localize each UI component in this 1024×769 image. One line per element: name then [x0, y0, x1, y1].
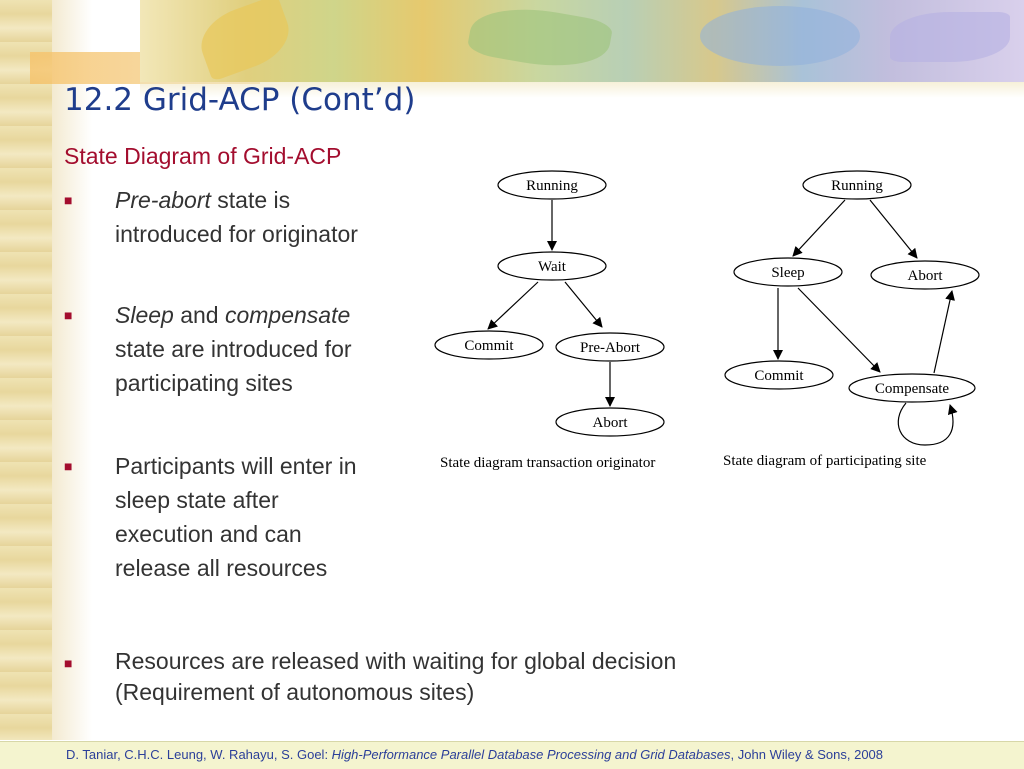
leaf-decoration: [192, 0, 298, 82]
state-compensate: [848, 373, 976, 403]
bullet-text: Pre-abort state is introduced for origin…: [115, 183, 358, 251]
bullet-line: state are introduced for: [115, 336, 352, 362]
bullet-line: Resources are released with waiting for …: [115, 648, 677, 674]
left-strip-fade: [52, 0, 92, 740]
transition-arrow: [797, 287, 881, 373]
bullet-italic-term: Pre-abort: [115, 187, 211, 213]
state-pre-abort-label: Pre-Abort: [580, 340, 641, 356]
originator-diagram: Running Wait Commit Pre-Abort Abort Stat…: [434, 170, 665, 471]
state-running-label: Running: [526, 178, 578, 194]
leaf-decoration: [466, 0, 614, 77]
footer-publisher: , John Wiley & Sons, 2008: [730, 747, 884, 762]
top-decorative-banner: [140, 0, 1024, 82]
state-commit: [724, 360, 834, 390]
state-abort: [555, 407, 665, 437]
bullet-line: state is: [210, 187, 291, 213]
bullet-mark: ■: [64, 655, 73, 671]
self-loop-arrow: [897, 402, 958, 446]
state-abort: [870, 260, 980, 290]
transition-arrow: [487, 281, 539, 330]
left-decorative-strip: [0, 0, 52, 740]
transition-arrow: [564, 281, 603, 328]
transition-arrow: [792, 199, 846, 257]
state-running-label: Running: [831, 178, 883, 194]
state-diagrams: Running Wait Commit Pre-Abort Abort Stat…: [434, 170, 980, 471]
bullet-mark: ■: [64, 458, 73, 474]
bullet-line: (Requirement of autonomous sites): [115, 679, 475, 705]
bullet-line: sleep state after: [115, 487, 279, 513]
state-commit-label: Commit: [754, 368, 804, 384]
state-wait-label: Wait: [538, 259, 567, 275]
bullet-line: and: [173, 302, 225, 328]
bullet-italic-term: compensate: [224, 302, 351, 328]
state-sleep-label: Sleep: [771, 265, 804, 281]
bullet-mark: ■: [64, 192, 73, 208]
bullet-text: Resources are released with waiting for …: [115, 646, 676, 708]
bullet-line: participating sites: [115, 370, 293, 396]
state-commit: [434, 330, 544, 360]
originator-caption: State diagram transaction originator: [440, 455, 655, 471]
participant-diagram: Running Sleep Abort Commit Compensate St…: [723, 170, 980, 469]
footer-authors: D. Taniar, C.H.C. Leung, W. Rahayu, S. G…: [66, 747, 332, 762]
footer-bar: D. Taniar, C.H.C. Leung, W. Rahayu, S. G…: [0, 741, 1024, 769]
bullet-line: release all resources: [115, 555, 328, 581]
participant-caption: State diagram of participating site: [723, 453, 927, 469]
bullet-line: introduced for originator: [115, 221, 358, 247]
state-abort-label: Abort: [593, 415, 629, 431]
state-compensate-label: Compensate: [875, 381, 949, 397]
slide-subtitle: State Diagram of Grid-ACP: [64, 143, 342, 169]
state-abort-label: Abort: [908, 268, 944, 284]
banner-fade: [140, 82, 1024, 98]
bullet-italic-term: Sleep: [115, 302, 174, 328]
transition-arrow: [933, 290, 955, 374]
footer-citation: D. Taniar, C.H.C. Leung, W. Rahayu, S. G…: [66, 747, 883, 762]
bullet-text: Participants will enter in sleep state a…: [115, 449, 357, 585]
slide-title: 12.2 Grid-ACP (Cont’d): [64, 82, 416, 118]
state-commit-label: Commit: [464, 338, 514, 354]
bullet-text: Sleep and compensate state are introduce…: [115, 298, 352, 400]
state-sleep: [733, 257, 843, 287]
footer-book-title: High-Performance Parallel Database Proce…: [331, 747, 731, 762]
leaf-decoration: [890, 12, 1010, 62]
leaf-decoration: [700, 6, 860, 66]
state-running: [802, 170, 912, 200]
bullet-line: Participants will enter in: [115, 453, 357, 479]
state-pre-abort: [555, 332, 665, 362]
bullet-line: execution and can: [115, 521, 302, 547]
bullet-mark: ■: [64, 307, 73, 323]
transition-arrow: [869, 199, 918, 259]
state-wait: [497, 251, 607, 281]
state-running: [497, 170, 607, 200]
